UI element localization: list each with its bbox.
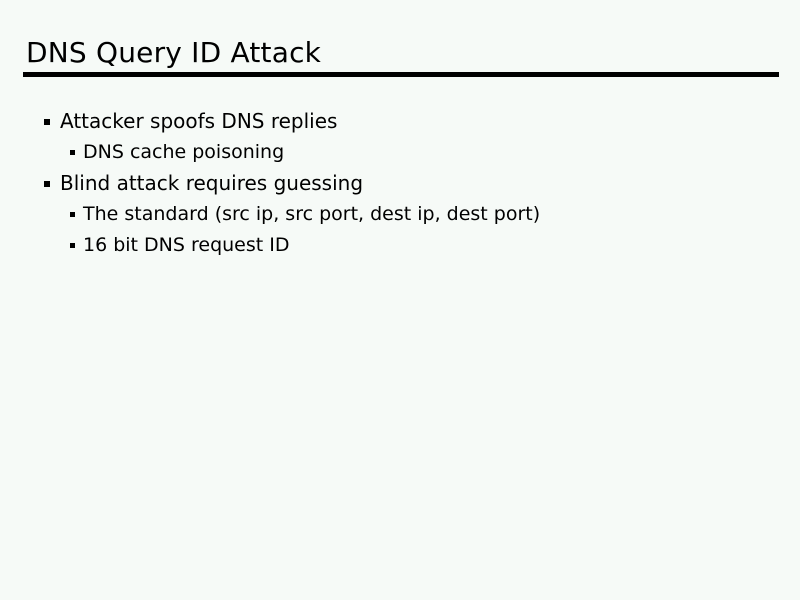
title-underline-rule [23, 72, 779, 77]
page-title: DNS Query ID Attack [26, 36, 322, 69]
list-item-label: Attacker spoofs DNS replies [60, 109, 338, 133]
slide-bullet-list: Attacker spoofs DNS replies DNS cache po… [0, 108, 800, 263]
list-item-label: 16 bit DNS request ID [83, 234, 290, 256]
square-bullet-icon [44, 119, 50, 125]
list-item: Attacker spoofs DNS replies [0, 108, 800, 139]
list-item-label: DNS cache poisoning [83, 141, 285, 163]
square-bullet-icon [44, 181, 50, 187]
square-bullet-icon [70, 212, 75, 217]
square-bullet-icon [70, 243, 75, 248]
list-item: 16 bit DNS request ID [0, 232, 800, 263]
list-item: The standard (src ip, src port, dest ip,… [0, 201, 800, 232]
square-bullet-icon [70, 150, 75, 155]
list-item-label: The standard (src ip, src port, dest ip,… [83, 203, 541, 225]
list-item: DNS cache poisoning [0, 139, 800, 170]
list-item: Blind attack requires guessing [0, 170, 800, 201]
list-item-label: Blind attack requires guessing [60, 171, 364, 195]
